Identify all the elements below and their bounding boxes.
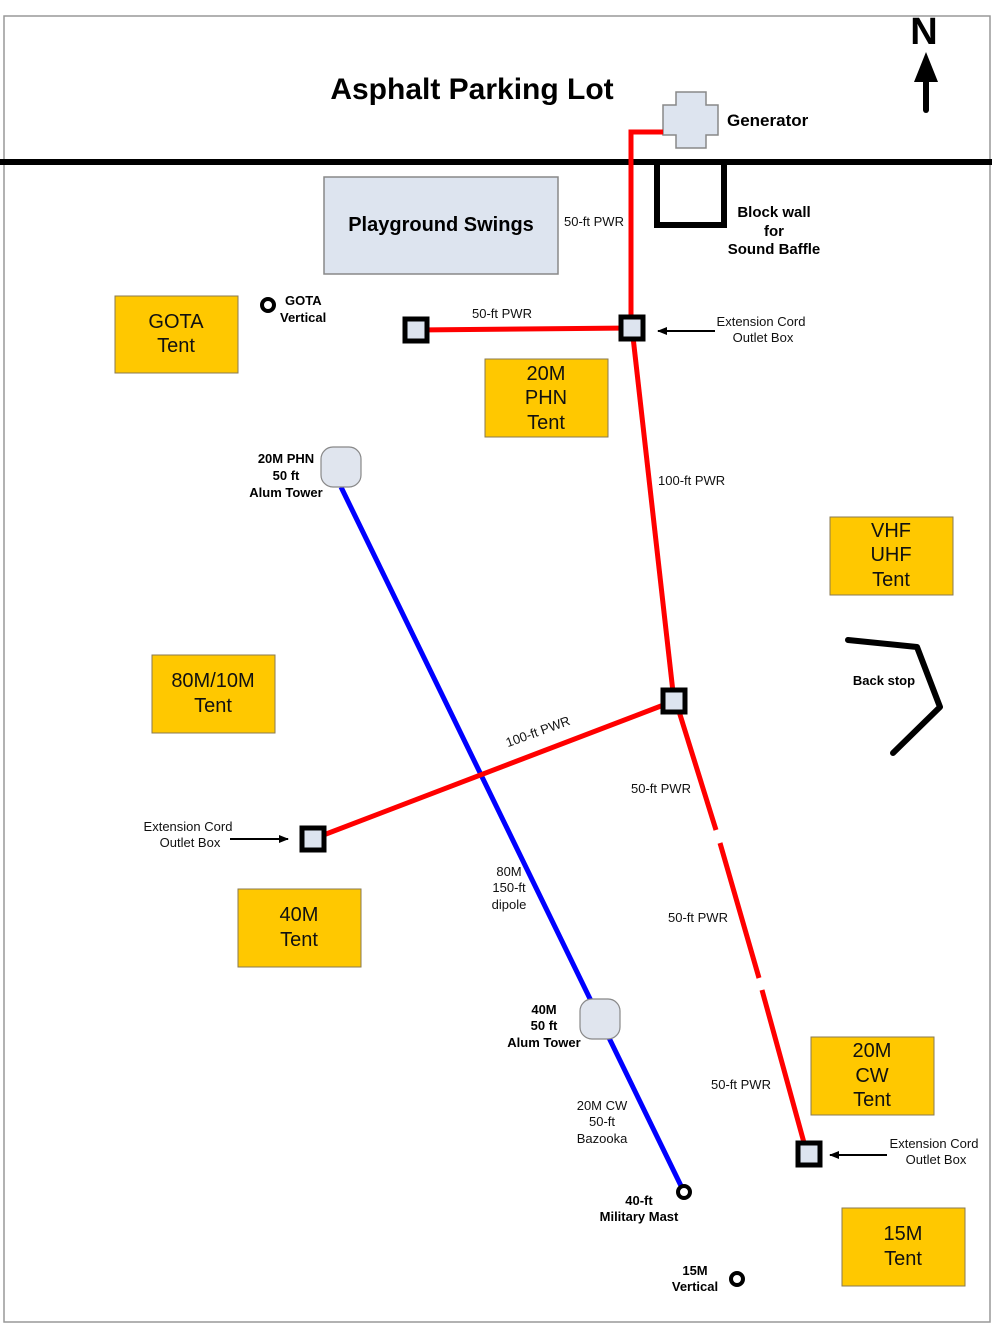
power-run-west	[415, 325, 633, 333]
svg-text:40-ft: 40-ft	[625, 1193, 653, 1208]
svg-text:Tent: Tent	[280, 929, 318, 951]
15m-tent: 15M Tent	[841, 1207, 966, 1287]
svg-text:50-ft: 50-ft	[589, 1114, 615, 1129]
svg-text:Tent: Tent	[872, 569, 910, 591]
svg-text:CW: CW	[855, 1065, 888, 1087]
svg-text:Block wall: Block wall	[737, 204, 810, 221]
svg-text:VHF: VHF	[871, 520, 911, 542]
svg-text:Sound Baffle: Sound Baffle	[728, 241, 821, 258]
svg-text:for: for	[764, 223, 784, 240]
power-run-segment-2	[717, 842, 762, 979]
svg-text:Extension Cord: Extension Cord	[890, 1136, 979, 1151]
svg-text:20M CW: 20M CW	[577, 1098, 628, 1113]
svg-text:Tent: Tent	[194, 695, 232, 717]
back-stop-label: Back stop	[853, 673, 915, 688]
cable-label: 50-ft PWR	[668, 910, 728, 925]
15m-vertical-antenna: 15M Vertical	[672, 1263, 745, 1294]
svg-text:PHN: PHN	[525, 387, 567, 409]
40m-tent: 40M Tent	[237, 888, 362, 968]
power-run-diagonal	[312, 698, 675, 842]
svg-text:UHF: UHF	[870, 544, 911, 566]
military-mast: 40-ft Military Mast	[600, 1184, 692, 1224]
svg-text:Alum Tower: Alum Tower	[507, 1035, 580, 1050]
power-run-south	[629, 327, 677, 702]
cable-label: 100-ft PWR	[658, 473, 725, 488]
generator-icon	[662, 91, 719, 149]
vhf-uhf-tent: VHF UHF Tent	[829, 516, 954, 596]
cable-label: 50-ft PWR	[711, 1077, 771, 1092]
svg-text:Tent: Tent	[527, 412, 565, 434]
vertical-antenna-icon	[729, 1271, 745, 1287]
outlet-callout-south: Extension Cord Outlet Box	[829, 1136, 979, 1167]
svg-text:GOTA: GOTA	[285, 293, 322, 308]
outlet-box	[299, 825, 327, 853]
80m-dipole-label: 80M 150-ft dipole	[492, 864, 527, 912]
80m-10m-tent: 80M/10M Tent	[151, 654, 276, 734]
svg-text:40M: 40M	[531, 1002, 556, 1017]
north-arrow-icon: N	[910, 11, 938, 113]
cable-label: 50-ft PWR	[472, 306, 532, 321]
svg-text:Outlet Box: Outlet Box	[906, 1152, 967, 1167]
svg-text:Tent: Tent	[884, 1248, 922, 1270]
svg-text:150-ft: 150-ft	[492, 880, 526, 895]
svg-text:Military Mast: Military Mast	[600, 1209, 679, 1224]
playground-swings	[323, 176, 559, 275]
svg-text:40M: 40M	[280, 904, 319, 926]
svg-text:Extension Cord: Extension Cord	[717, 314, 806, 329]
outlet-callout-north: Extension Cord Outlet Box	[657, 314, 806, 345]
outlet-box	[660, 687, 688, 715]
playground-label: Playground Swings	[348, 214, 534, 236]
svg-text:Alum Tower: Alum Tower	[249, 485, 322, 500]
power-run-generator	[628, 129, 663, 328]
svg-text:50 ft: 50 ft	[273, 468, 300, 483]
svg-text:Outlet Box: Outlet Box	[733, 330, 794, 345]
map-title: Asphalt Parking Lot	[330, 73, 613, 106]
svg-text:Bazooka: Bazooka	[577, 1131, 628, 1146]
outlet-box	[795, 1140, 823, 1168]
generator-label: Generator	[727, 111, 809, 130]
mast-icon	[676, 1184, 692, 1200]
gota-tent: GOTA Tent	[114, 295, 239, 374]
20m-cw-tent: 20M CW Tent	[810, 1036, 935, 1116]
block-wall	[654, 162, 727, 228]
20m-phn-tower: 20M PHN 50 ft Alum Tower	[249, 446, 362, 500]
svg-text:20M: 20M	[853, 1040, 892, 1062]
power-run-segment-1	[674, 704, 719, 831]
svg-text:Tent: Tent	[853, 1089, 891, 1111]
svg-text:15M: 15M	[682, 1263, 707, 1278]
svg-text:Vertical: Vertical	[280, 310, 326, 325]
svg-text:15M: 15M	[884, 1223, 923, 1245]
20m-phn-tent: 20M PHN Tent	[484, 358, 609, 438]
back-stop	[845, 637, 943, 756]
gota-vertical-antenna: GOTA Vertical	[260, 293, 326, 325]
svg-text:50 ft: 50 ft	[531, 1018, 558, 1033]
svg-text:80M: 80M	[496, 864, 521, 879]
svg-text:80M/10M: 80M/10M	[171, 670, 254, 692]
svg-text:20M PHN: 20M PHN	[258, 451, 314, 466]
tower-icon	[579, 998, 621, 1040]
outlet-callout-west: Extension Cord Outlet Box	[144, 819, 289, 850]
outlet-box	[618, 314, 646, 342]
svg-text:Outlet Box: Outlet Box	[160, 835, 221, 850]
svg-text:N: N	[910, 11, 937, 53]
tower-icon	[320, 446, 362, 488]
antenna-wire	[338, 485, 687, 1194]
outlet-box	[402, 316, 430, 344]
power-run-segment-3	[759, 989, 809, 1151]
map-border	[3, 15, 991, 1323]
40m-tower: 40M 50 ft Alum Tower	[507, 998, 621, 1050]
block-wall-label: Block wall for Sound Baffle	[728, 204, 821, 258]
svg-text:Tent: Tent	[157, 335, 195, 357]
svg-text:20M: 20M	[527, 363, 566, 385]
cable-label: 50-ft PWR	[564, 214, 624, 229]
svg-text:Extension Cord: Extension Cord	[144, 819, 233, 834]
20m-bazooka-label: 20M CW 50-ft Bazooka	[577, 1098, 628, 1146]
svg-text:GOTA: GOTA	[148, 311, 204, 333]
svg-text:dipole: dipole	[492, 897, 527, 912]
vertical-antenna-icon	[260, 297, 276, 313]
svg-text:Vertical: Vertical	[672, 1279, 718, 1294]
cable-label: 50-ft PWR	[631, 781, 691, 796]
